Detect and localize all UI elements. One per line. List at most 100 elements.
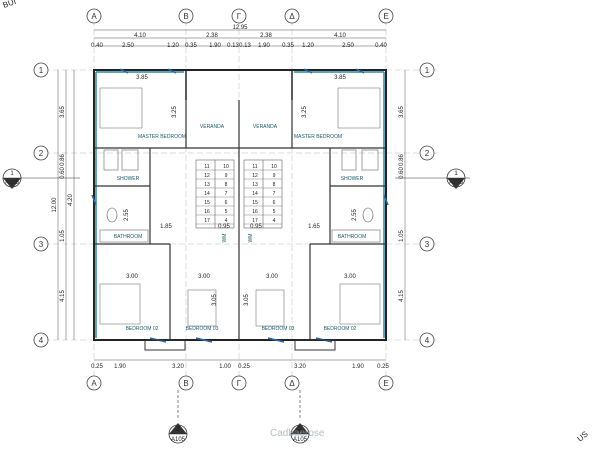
dim-left-2: 0.60 — [60, 167, 66, 179]
interior-walls — [94, 100, 386, 340]
section-marker-right — [395, 168, 470, 189]
dim-detail-8: 0.35 — [282, 43, 294, 49]
dim-left-1: 0.86 — [60, 154, 66, 166]
room-wm-right: WM — [248, 234, 254, 243]
room-bedroom-02-left: BEDROOM 02 — [126, 326, 159, 332]
beds — [99, 87, 381, 327]
section-marker-bottom-right — [290, 390, 310, 444]
stairs-right — [243, 159, 283, 229]
dim-int-11: 3.00 — [344, 274, 356, 280]
stair-step-number: 4 — [273, 218, 276, 224]
grid-col-b-top: B — [183, 12, 188, 21]
stair-step-number: 15 — [204, 200, 210, 206]
stair-step-number: 10 — [223, 164, 229, 170]
section-bottom-left-ref: A105 — [171, 437, 186, 443]
grid-row-2-right: 2 — [425, 149, 430, 158]
stair-steps: 1112131415161710987654111213141516171098… — [196, 164, 282, 225]
dim-bottom-5: 3.20 — [294, 364, 306, 370]
dim-right-2: 0.60 — [399, 167, 405, 179]
dim-bottom-0: 0.25 — [91, 364, 103, 370]
dim-detail-7: 1.90 — [258, 43, 270, 49]
dim-right-1: 0.86 — [399, 154, 405, 166]
dim-top-half-2: 2.38 — [260, 33, 272, 39]
dim-top-half-1: 2.38 — [206, 33, 218, 39]
dim-int-10: 3.00 — [266, 274, 278, 280]
stair-step-number: 13 — [204, 182, 210, 188]
dim-int-14: 0.95 — [218, 224, 230, 230]
dim-detail-4: 1.90 — [209, 43, 221, 49]
section-bottom-right-ref: A105 — [293, 437, 308, 443]
stair-step-number: 8 — [273, 182, 276, 188]
room-shower-right: SHOWER — [341, 176, 364, 182]
stair-step-number: 5 — [273, 209, 276, 215]
grid-col-g-bottom: Γ — [237, 379, 242, 388]
section-right-ref: A105 — [449, 180, 464, 186]
stair-step-number: 13 — [252, 182, 258, 188]
dim-top-overall: 12.95 — [232, 25, 248, 31]
dim-top-half-3: 4.10 — [334, 33, 346, 39]
corner-text-bottom-right: US — [576, 429, 590, 443]
dim-detail-6: 0.13 — [239, 43, 251, 49]
dim-bottom-1: 1.90 — [114, 364, 126, 370]
section-marker-bottom-left — [168, 390, 188, 444]
dim-int-3: 3.25 — [302, 106, 308, 118]
dim-int-6: 1.85 — [160, 224, 172, 230]
room-bathroom-right: BATHROOM — [338, 234, 367, 240]
dim-detail-5: 0.13 — [227, 43, 239, 49]
room-wm-left: WM — [222, 234, 228, 243]
stair-step-number: 17 — [252, 218, 258, 224]
column-bubbles-bottom — [86, 375, 394, 391]
grid-row-4-right: 4 — [425, 336, 430, 345]
dim-detail-2: 1.20 — [167, 43, 179, 49]
grid-col-g-top: Γ — [237, 12, 242, 21]
room-bedroom-02-right: BEDROOM 02 — [324, 326, 357, 332]
dim-detail-0: 0.40 — [91, 43, 103, 49]
dim-detail-3: 0.35 — [185, 43, 197, 49]
section-right-num: 1 — [454, 171, 458, 177]
grid-row-3-left: 3 — [39, 240, 44, 249]
stair-step-number: 7 — [273, 191, 276, 197]
dim-right-3: 1.05 — [399, 230, 405, 242]
section-bottom-left-num: 3 — [176, 427, 180, 433]
stair-step-number: 15 — [252, 200, 258, 206]
grid-row-4-left: 4 — [39, 336, 44, 345]
stair-step-number: 10 — [271, 164, 277, 170]
stair-step-number: 17 — [204, 218, 210, 224]
dim-left-mid: 4.20 — [68, 194, 74, 206]
stair-step-number: 16 — [252, 209, 258, 215]
grid-col-a-top: A — [91, 12, 97, 21]
grid-col-e-top: E — [383, 12, 388, 21]
stair-step-number: 11 — [204, 164, 209, 170]
dim-int-0: 3.85 — [136, 75, 148, 81]
dim-detail-1: 2.50 — [122, 43, 134, 49]
stair-step-number: 6 — [225, 200, 228, 206]
bottom-balconies — [144, 339, 336, 351]
facade-highlight — [95, 71, 385, 338]
room-master-bedroom-left: MASTER BEDROOM — [138, 134, 186, 140]
dim-top-half-0: 4.10 — [134, 33, 146, 39]
grid-col-e-bottom: E — [383, 379, 388, 388]
stair-step-number: 9 — [273, 173, 276, 179]
section-left-num: 1 — [10, 171, 14, 177]
grid-col-a-bottom: A — [91, 379, 97, 388]
section-bottom-right-num: 2 — [298, 427, 302, 433]
dim-int-13: 3.05 — [244, 294, 250, 306]
dim-left-overall: 12.00 — [52, 197, 58, 213]
dim-left-3: 1.05 — [60, 230, 66, 242]
room-master-bedroom-right: MASTER BEDROOM — [294, 134, 342, 140]
corner-text-top-left: BUI — [2, 0, 18, 10]
dim-int-7: 1.65 — [308, 224, 320, 230]
room-bedroom-03-right: BEDROOM 03 — [262, 326, 295, 332]
dim-int-15: 0.95 — [250, 224, 262, 230]
grid-col-d-top: Δ — [289, 12, 295, 21]
dim-int-4: 2.55 — [124, 209, 130, 221]
dim-bottom-7: 0.25 — [377, 364, 389, 370]
dim-bottom-6: 1.90 — [352, 364, 364, 370]
dim-right-0: 3.65 — [399, 106, 405, 118]
dim-left-4: 4.15 — [60, 290, 66, 302]
dim-int-9: 3.00 — [198, 274, 210, 280]
grid-row-1-right: 1 — [425, 66, 430, 75]
dim-int-12: 3.05 — [212, 294, 218, 306]
stair-step-number: 12 — [252, 173, 258, 179]
